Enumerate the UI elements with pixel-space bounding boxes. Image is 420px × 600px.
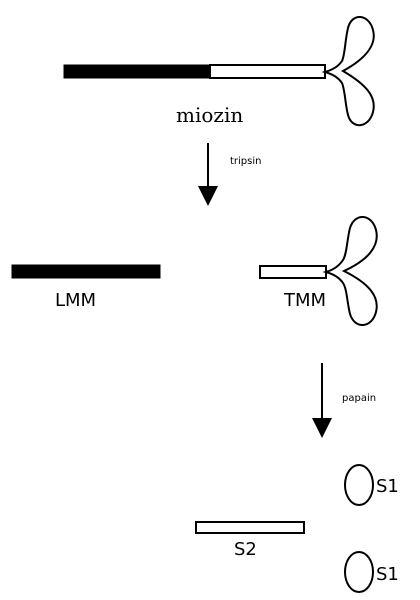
lmm-fragment <box>12 265 160 278</box>
myosin-lmm-segment <box>64 65 210 78</box>
myosin-label: miozin <box>176 103 243 127</box>
s2-label: S2 <box>234 539 257 560</box>
myosin-tmm-rod-segment <box>210 65 325 78</box>
s1-bottom-head <box>345 552 373 592</box>
lmm-label: LMM <box>55 290 96 311</box>
s1-top-head <box>345 465 373 505</box>
s2-fragment <box>196 522 304 533</box>
tmm-heads <box>326 217 377 325</box>
papain-label: papain <box>342 393 376 404</box>
myosin-heads <box>325 17 374 125</box>
tmm-rod <box>260 266 326 278</box>
tmm-label: TMM <box>283 290 326 311</box>
s1-top-label: S1 <box>376 476 399 497</box>
trypsin-label: tripsin <box>230 156 261 167</box>
lmm-bar <box>12 265 160 278</box>
s1-bottom-label: S1 <box>376 564 399 585</box>
